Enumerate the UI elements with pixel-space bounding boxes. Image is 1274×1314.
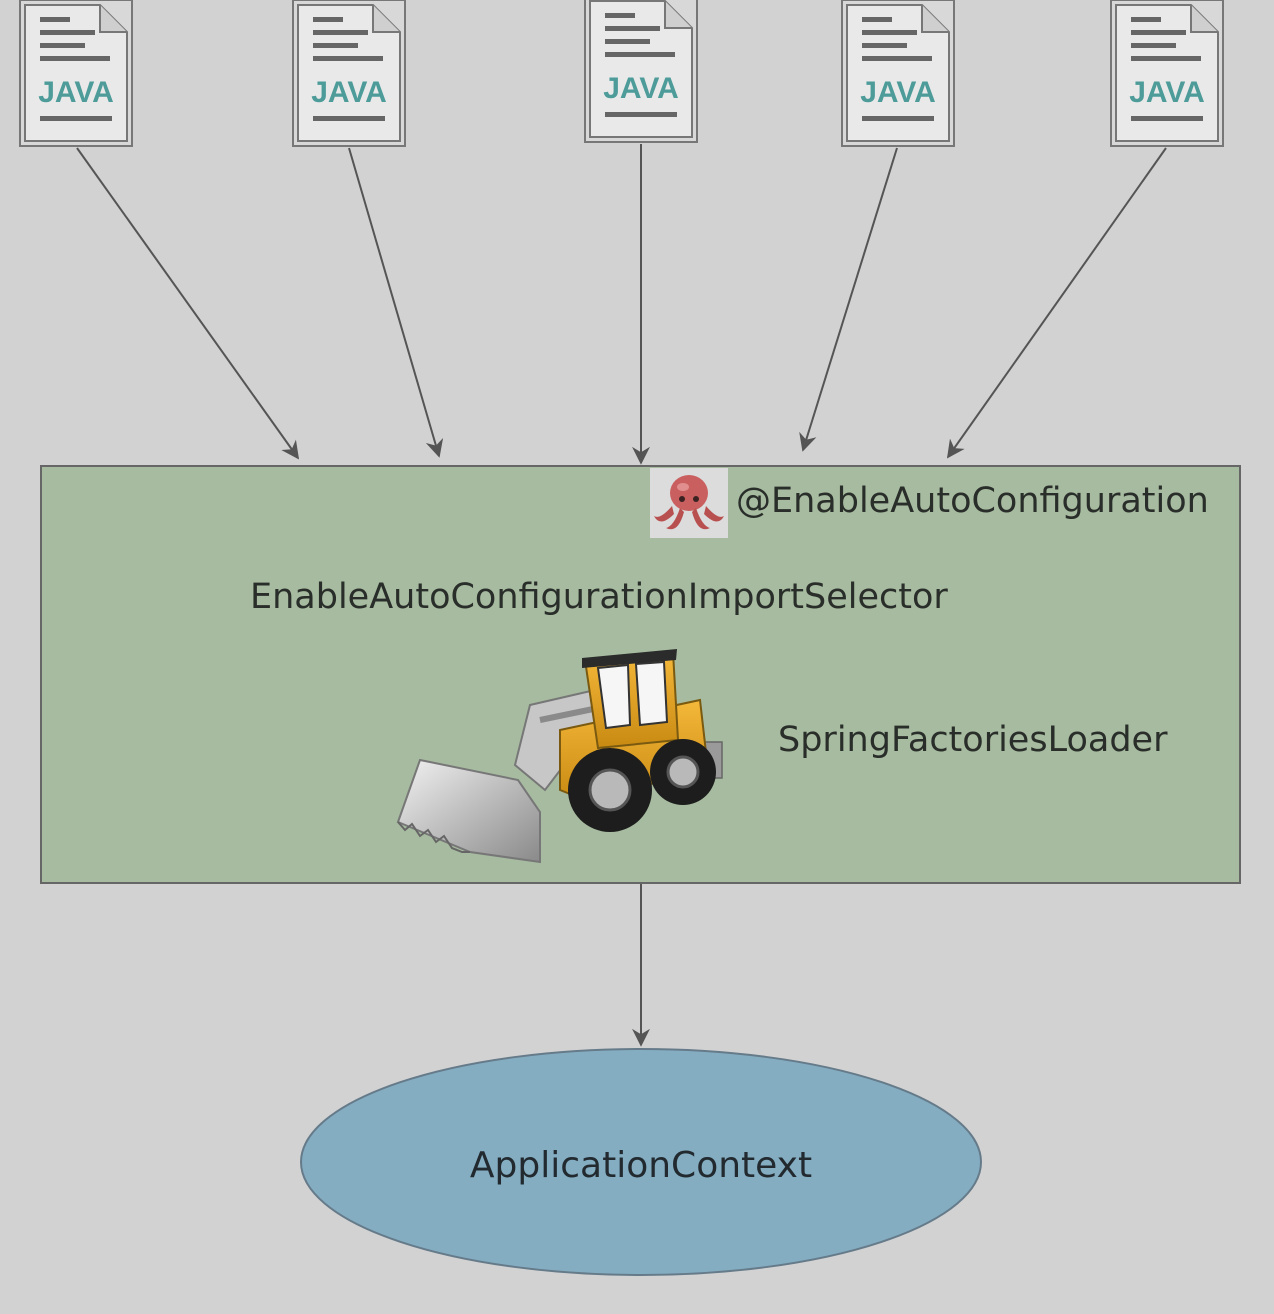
java-file-label: JAVA — [603, 72, 679, 105]
spring-factories-loader-label: SpringFactoriesLoader — [778, 720, 1168, 760]
application-context-label: ApplicationContext — [470, 1145, 812, 1186]
java-file-icon: JAVA — [841, 0, 955, 147]
import-selector-label: EnableAutoConfigurationImportSelector — [250, 577, 948, 617]
java-file-icon: JAVA — [1110, 0, 1224, 147]
java-file-icon: JAVA — [292, 0, 406, 147]
application-context-ellipse — [300, 1048, 982, 1276]
java-file-label: JAVA — [311, 76, 387, 109]
arrow-java-4 — [799, 147, 898, 452]
java-file-label: JAVA — [860, 76, 936, 109]
java-file-icon: JAVA — [19, 0, 133, 147]
java-file-icon: JAVA — [584, 0, 698, 143]
java-file-label: JAVA — [38, 76, 114, 109]
arrow-java-5 — [946, 147, 1167, 459]
arrow-java-2 — [348, 147, 444, 458]
java-file-label: JAVA — [1129, 76, 1205, 109]
enable-auto-configuration-label: @EnableAutoConfiguration — [736, 481, 1209, 521]
arrow-java-1 — [76, 147, 300, 460]
wheel-loader-icon — [396, 649, 723, 864]
octopus-icon — [650, 468, 728, 538]
connector-arrows — [76, 144, 1167, 465]
